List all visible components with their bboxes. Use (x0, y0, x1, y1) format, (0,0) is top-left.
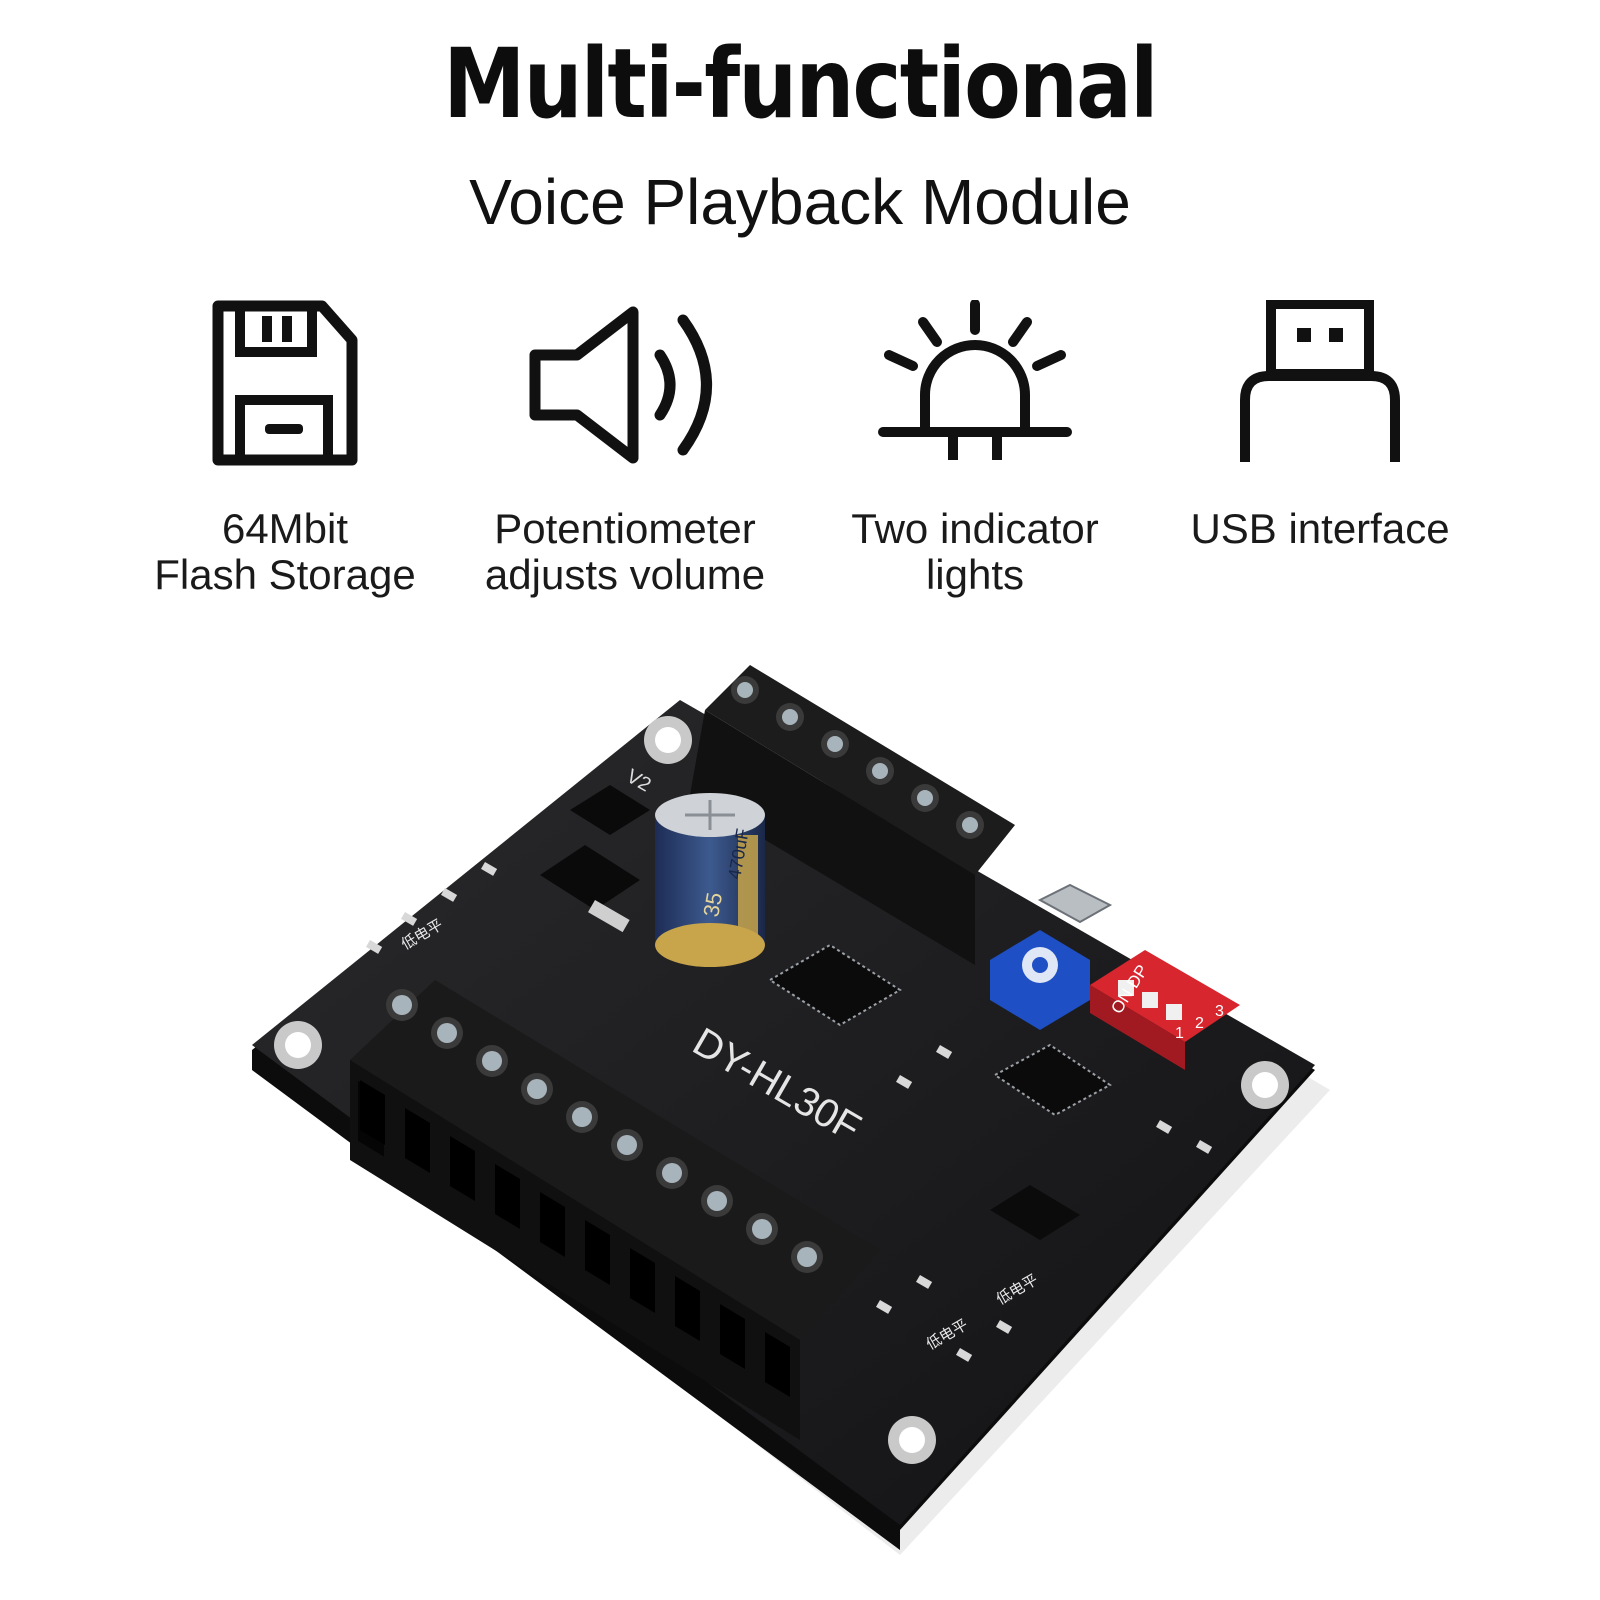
feature-label-line2: adjusts volume (484, 551, 766, 598)
feature-volume: Potentiometer adjusts volume (465, 300, 785, 598)
terminal-block-10pin (350, 980, 880, 1440)
voice-module-board: V2 470uF 35 (240, 650, 1360, 1570)
electrolytic-capacitor: 470uF 35 (655, 793, 765, 967)
regulator-chip (540, 845, 640, 910)
amplifier-ic (768, 943, 902, 1027)
speaker-icon (529, 306, 712, 464)
pcb-board (252, 700, 1315, 1525)
floppy-disk-icon (212, 300, 358, 466)
dip-number-3: 3 (1215, 1003, 1224, 1020)
controller-ic (993, 1043, 1112, 1117)
feature-label-line2: lights (925, 551, 1025, 598)
regulator-chip (570, 785, 650, 835)
usb-plug-icon (1240, 300, 1400, 462)
feature-label-line1: Potentiometer (494, 505, 756, 552)
led-light-icon (878, 300, 1072, 460)
flash-memory-chip (990, 1185, 1080, 1240)
page-subtitle: Voice Playback Module (469, 166, 1131, 238)
terminal-screws (386, 989, 823, 1273)
feature-indicator-lights: Two indicator lights (815, 300, 1135, 598)
terminal-block-6pin (690, 665, 1015, 965)
feature-usb: USB interface (1160, 300, 1480, 552)
terminal-slots (360, 1080, 790, 1397)
capacitor-voltage-label: 35 (698, 890, 727, 918)
dip-switch[interactable]: ON DP 1 2 3 (1090, 950, 1240, 1070)
feature-label-line1: 64Mbit (221, 505, 349, 552)
micro-usb-port (1037, 883, 1113, 924)
feature-label-line1: USB interface (1190, 505, 1450, 552)
dip-number-1: 1 (1175, 1025, 1184, 1042)
feature-label-line2: Flash Storage (154, 551, 416, 598)
dip-number-2: 2 (1195, 1015, 1204, 1032)
feature-label-line1: Two indicator (851, 505, 1099, 552)
smd-components (366, 861, 1213, 1362)
feature-flash-storage: 64Mbit Flash Storage (125, 300, 445, 598)
board-illustration: V2 470uF 35 (252, 665, 1330, 1555)
page-title: Multi-functional (443, 28, 1158, 140)
potentiometer (990, 930, 1090, 1030)
